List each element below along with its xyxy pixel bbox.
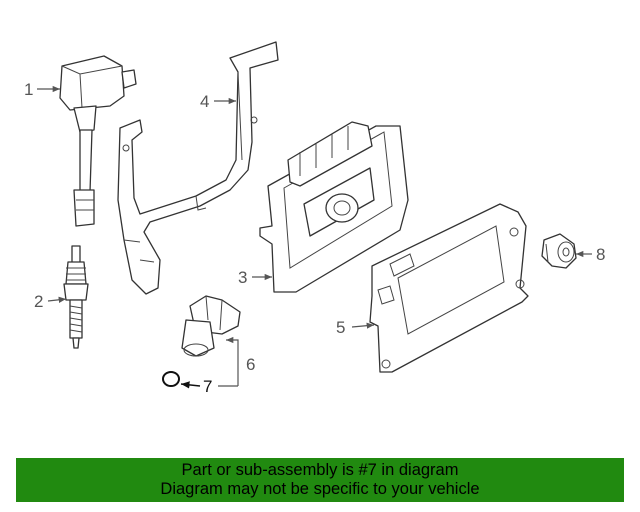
callout-4[interactable]: 4 [200, 92, 209, 111]
spark-plug[interactable] [63, 245, 89, 349]
mounting-bracket[interactable] [117, 41, 279, 295]
callout-5-leader [351, 322, 375, 329]
ignition-coil[interactable] [59, 55, 137, 227]
banner-line-1: Part or sub-assembly is #7 in diagram [181, 461, 459, 479]
info-banner: Part or sub-assembly is #7 in diagram Di… [16, 458, 624, 502]
banner-line-2: Diagram may not be specific to your vehi… [160, 480, 480, 498]
parts-diagram: 1 2 3 4 5 6 7 8 [24, 41, 605, 396]
position-sensor[interactable] [181, 295, 241, 357]
callout-2[interactable]: 2 [34, 292, 43, 311]
callout-6[interactable]: 6 [246, 355, 255, 374]
callout-7-leader [180, 381, 201, 389]
callout-5[interactable]: 5 [336, 318, 345, 337]
callout-1[interactable]: 1 [24, 80, 33, 99]
callout-2-leader [47, 296, 67, 303]
callout-3[interactable]: 3 [238, 268, 247, 287]
callout-8[interactable]: 8 [596, 245, 605, 264]
knock-sensor[interactable] [541, 233, 577, 269]
callout-7[interactable]: 7 [203, 377, 212, 396]
engine-control-module[interactable] [259, 121, 409, 293]
module-housing[interactable] [369, 203, 529, 373]
o-ring[interactable] [162, 371, 180, 387]
callout-6-leader [226, 336, 239, 386]
